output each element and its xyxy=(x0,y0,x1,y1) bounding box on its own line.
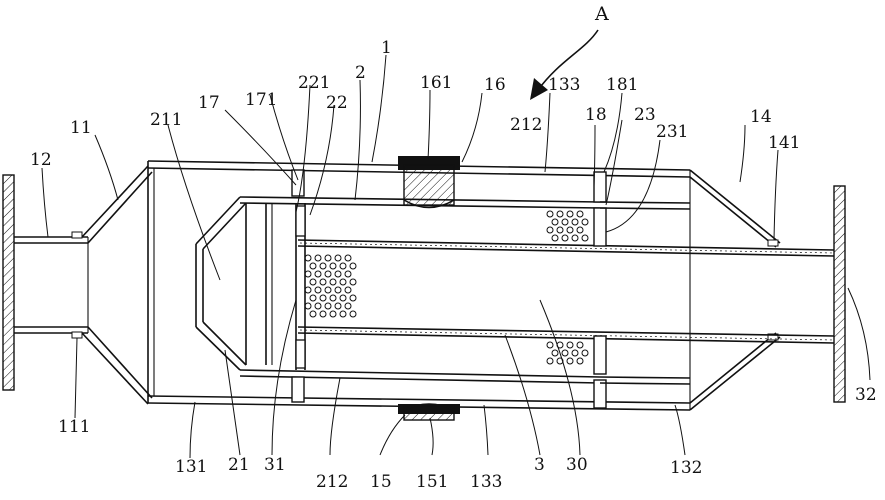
label-18: 18 xyxy=(585,105,607,125)
label-111: 111 xyxy=(58,417,90,437)
left-flange xyxy=(2,174,15,391)
label-30: 30 xyxy=(566,455,588,475)
inlet-cone xyxy=(81,165,153,405)
leader-lines xyxy=(41,54,871,459)
label-17: 17 xyxy=(198,93,220,113)
label-23: 23 xyxy=(634,105,656,125)
label-151: 151 xyxy=(416,472,448,492)
label-212-bottom: 212 xyxy=(316,472,348,492)
label-a: A xyxy=(594,3,609,25)
label-32: 32 xyxy=(855,385,877,405)
label-1: 1 xyxy=(381,38,392,58)
perforation-cluster-upper xyxy=(546,210,589,242)
label-3: 3 xyxy=(534,455,545,475)
inlet-pipe xyxy=(14,231,89,339)
perforated-section xyxy=(295,203,357,370)
middle-tube xyxy=(239,196,601,384)
outlet-cone xyxy=(689,169,781,411)
baffles xyxy=(291,169,691,409)
part-labels: 1 2 161 16 133 181 18 23 231 14 141 221 … xyxy=(30,38,877,492)
label-14: 14 xyxy=(750,107,772,127)
sensor-boss-bottom xyxy=(398,403,460,421)
label-2: 2 xyxy=(355,63,366,83)
end-cap xyxy=(195,196,273,371)
label-22: 22 xyxy=(326,93,348,113)
label-131: 131 xyxy=(175,457,207,477)
label-141: 141 xyxy=(768,133,800,153)
label-16: 16 xyxy=(484,75,506,95)
view-arrow-a: A xyxy=(530,3,609,100)
label-133-bottom: 133 xyxy=(470,472,502,492)
label-11: 11 xyxy=(70,118,92,138)
label-12: 12 xyxy=(30,150,52,170)
label-211: 211 xyxy=(150,110,182,130)
label-231: 231 xyxy=(656,122,688,142)
label-133-top: 133 xyxy=(548,75,580,95)
label-181: 181 xyxy=(606,75,638,95)
right-flange xyxy=(833,185,846,403)
label-221: 221 xyxy=(298,73,330,93)
label-161: 161 xyxy=(420,73,452,93)
inner-pipe xyxy=(297,239,835,344)
label-15: 15 xyxy=(370,472,392,492)
label-171: 171 xyxy=(245,90,277,110)
perforation-cluster-lower xyxy=(546,341,589,365)
label-132: 132 xyxy=(670,458,702,478)
label-212-top: 212 xyxy=(510,115,542,135)
sensor-boss-top xyxy=(398,156,460,209)
label-21: 21 xyxy=(228,455,250,475)
label-31: 31 xyxy=(264,455,286,475)
